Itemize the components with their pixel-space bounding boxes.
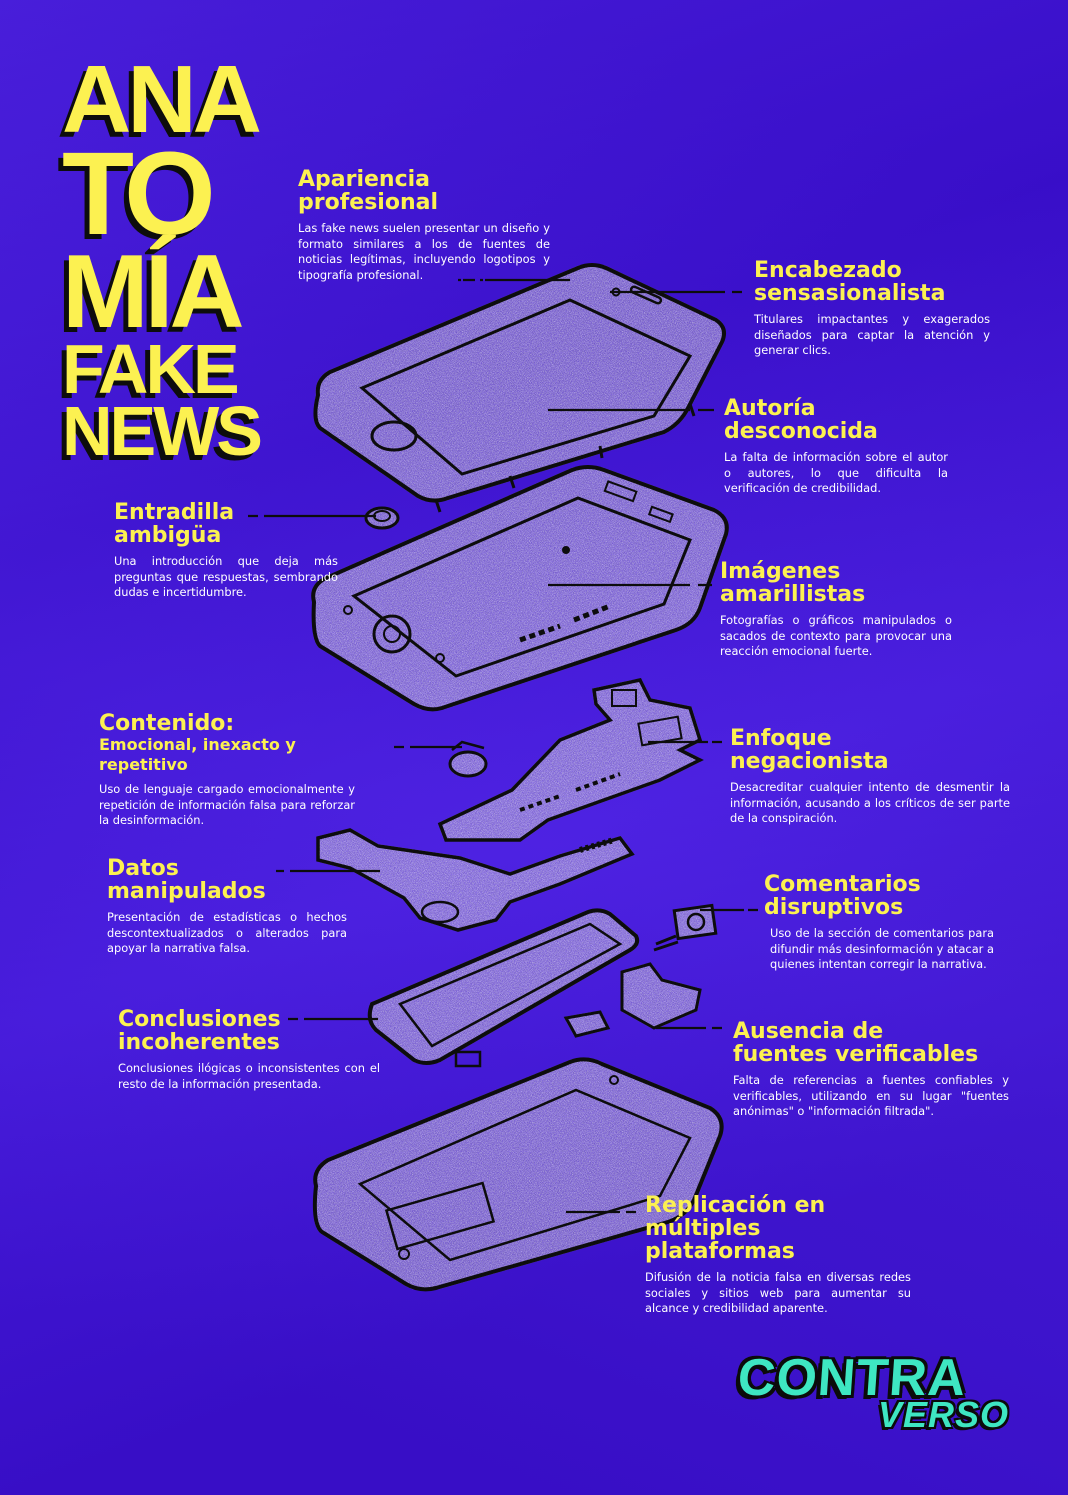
dock-connector-assembly xyxy=(316,828,635,932)
phone-mid-frame xyxy=(311,465,729,712)
logic-board xyxy=(437,678,704,842)
leader-lines xyxy=(248,278,758,1214)
callout-text: Uso de la sección de comentarios para di… xyxy=(770,926,994,972)
home-button-part xyxy=(364,506,400,530)
callout-text: Las fake news suelen presentar un diseño… xyxy=(298,221,550,282)
title-line-1: ANA xyxy=(62,46,262,153)
callout-text: Presentación de estadísticas o hechos de… xyxy=(107,910,347,956)
callout-text: Desacreditar cualquier intento de desmen… xyxy=(730,780,1010,826)
title-line-3: MÍA xyxy=(62,234,245,350)
small-bracket-parts xyxy=(563,962,702,1038)
phone-back-panel xyxy=(312,1057,724,1292)
title-line-2: TO xyxy=(62,128,216,260)
callout-text: Una introducción que deja más preguntas … xyxy=(114,554,338,600)
callout-contenido: Contenido: Emocional, inexacto y repetit… xyxy=(99,712,355,829)
callout-text: La falta de información sobre el autor o… xyxy=(724,450,948,496)
callout-text: Conclusiones ilógicas o inconsistentes c… xyxy=(118,1061,380,1091)
callout-text: Falta de referencias a fuentes confiable… xyxy=(733,1073,1009,1119)
callout-text: Fotografías o gráficos manipulados o sac… xyxy=(720,613,952,659)
camera-module xyxy=(653,903,718,952)
logo-word-verso: VERSO xyxy=(878,1394,1010,1435)
contraverso-logo: CONTRA VERSO xyxy=(728,1340,1028,1440)
callout-subtitle: Emocional, inexacto y repetitivo xyxy=(99,735,296,774)
main-title: ANA TO MÍA FAKE NEWS xyxy=(62,46,263,470)
phone-front-panel xyxy=(313,263,726,513)
callout-title: Contenido: xyxy=(99,711,235,736)
callout-text: Uso de lenguaje cargado emocionalmente y… xyxy=(99,782,355,828)
title-line-5: NEWS xyxy=(62,392,263,470)
battery-part xyxy=(367,908,640,1068)
title-line-4: FAKE xyxy=(62,330,240,408)
callout-text: Difusión de la noticia falsa en diversas… xyxy=(645,1270,911,1316)
home-button-cap xyxy=(448,740,488,778)
callout-text: Titulares impactantes y exagerados diseñ… xyxy=(754,312,990,358)
